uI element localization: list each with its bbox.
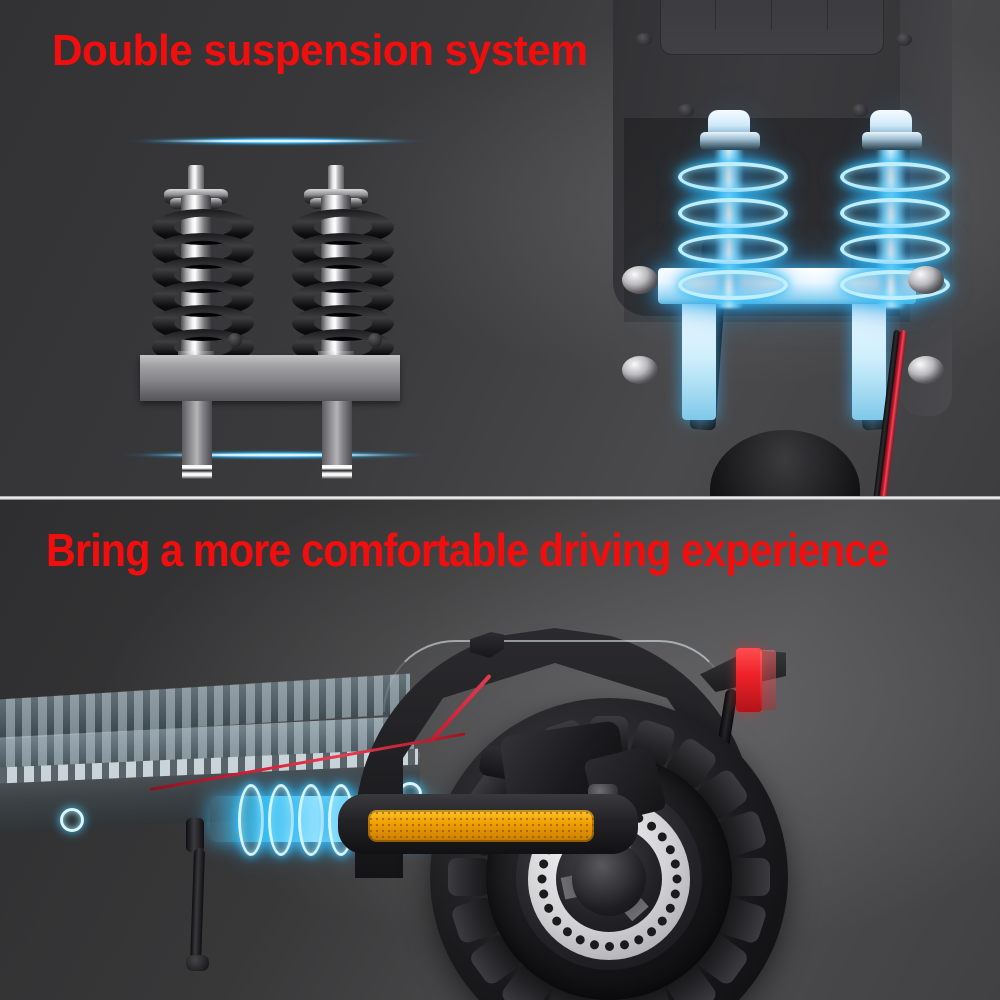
rear-coil-turn bbox=[298, 784, 324, 856]
brake-disc-hole bbox=[672, 874, 681, 884]
plate-rib bbox=[715, 0, 716, 30]
axle-bolt-right bbox=[908, 266, 944, 294]
shock-absorber-left bbox=[148, 165, 254, 387]
brake-disc-hole bbox=[632, 933, 645, 946]
rear-coil-turn bbox=[238, 784, 264, 856]
brake-disc-hole bbox=[655, 830, 669, 844]
brake-disc-hole bbox=[573, 933, 586, 946]
side-reflector bbox=[368, 810, 594, 842]
installed-suspension-view bbox=[600, 0, 1000, 498]
mounting-leg-tip bbox=[182, 465, 212, 479]
glowing-coil-turn bbox=[678, 162, 788, 192]
shock-pivot-nub bbox=[368, 333, 382, 347]
glowing-coil-turn bbox=[678, 198, 788, 228]
glowing-coil-turn bbox=[678, 270, 788, 300]
lower-accent-glow-line bbox=[120, 450, 432, 460]
rear-coil-turn bbox=[268, 784, 294, 856]
spring-top-nut bbox=[700, 132, 760, 150]
glowing-spring-right bbox=[814, 66, 976, 366]
kickstand-bracket bbox=[186, 818, 204, 852]
glowing-coil-turn bbox=[840, 162, 950, 192]
glowing-spring-left bbox=[652, 66, 814, 366]
brake-disc-hole bbox=[537, 874, 546, 884]
brake-disc-hole bbox=[604, 942, 614, 951]
brake-disc-hole bbox=[669, 858, 681, 870]
brake-disc-hole bbox=[644, 819, 658, 833]
brake-disc-hole bbox=[537, 888, 549, 900]
mounting-leg-tip bbox=[322, 465, 352, 479]
upper-accent-glow-line bbox=[126, 136, 426, 146]
brake-disc-hole bbox=[588, 939, 600, 951]
brake-disc-hole bbox=[542, 902, 555, 915]
kickstand-foot bbox=[186, 955, 209, 971]
panel-divider bbox=[0, 496, 1000, 500]
spring-top-nut bbox=[862, 132, 922, 150]
brake-disc-hole bbox=[549, 914, 563, 928]
mounting-bracket-bar bbox=[140, 355, 400, 401]
taillight-lens bbox=[760, 650, 776, 710]
glowing-coil-turn bbox=[678, 234, 788, 264]
shock-absorber-right bbox=[288, 165, 394, 387]
brake-disc-hole bbox=[537, 858, 549, 870]
mounting-leg bbox=[182, 401, 212, 479]
plate-rib bbox=[827, 0, 828, 30]
wheel-hub bbox=[572, 842, 646, 916]
top-panel: Double suspension system bbox=[0, 0, 1000, 498]
brake-disc-hole bbox=[663, 843, 676, 856]
brake-disc-hole bbox=[560, 925, 574, 939]
brake-disc-hole bbox=[644, 925, 658, 939]
taillight bbox=[736, 648, 762, 712]
top-panel-headline: Double suspension system bbox=[52, 26, 588, 75]
glowing-coil-turn bbox=[840, 234, 950, 264]
glowing-coil-turn bbox=[840, 198, 950, 228]
shock-mount-ring bbox=[60, 808, 84, 832]
deck-screw bbox=[636, 33, 652, 46]
reflector-texture bbox=[368, 810, 594, 842]
brake-disc-hole bbox=[663, 902, 676, 915]
fender-highlight-edge bbox=[383, 640, 731, 712]
plate-rib bbox=[771, 0, 772, 30]
axle-bolt-left bbox=[622, 266, 658, 294]
shock-absorber-assembly bbox=[140, 165, 400, 479]
brake-disc-hole bbox=[655, 914, 669, 928]
bottom-panel-headline: Bring a more comfortable driving experie… bbox=[46, 524, 889, 576]
motor-hub bbox=[710, 430, 860, 498]
brake-disc-hole bbox=[618, 939, 630, 951]
mounting-leg bbox=[322, 401, 352, 479]
pivot-bolt-left bbox=[622, 356, 658, 384]
tire-tread-block bbox=[728, 858, 770, 896]
shock-pivot-nub bbox=[228, 333, 242, 347]
deck-access-plate bbox=[660, 0, 884, 55]
brake-disc-hole bbox=[669, 888, 681, 900]
scooter-rear-illustration bbox=[0, 500, 1000, 1000]
pivot-bolt-right bbox=[908, 356, 944, 384]
deck-screw bbox=[896, 33, 912, 46]
tire-tread-block bbox=[448, 858, 490, 896]
